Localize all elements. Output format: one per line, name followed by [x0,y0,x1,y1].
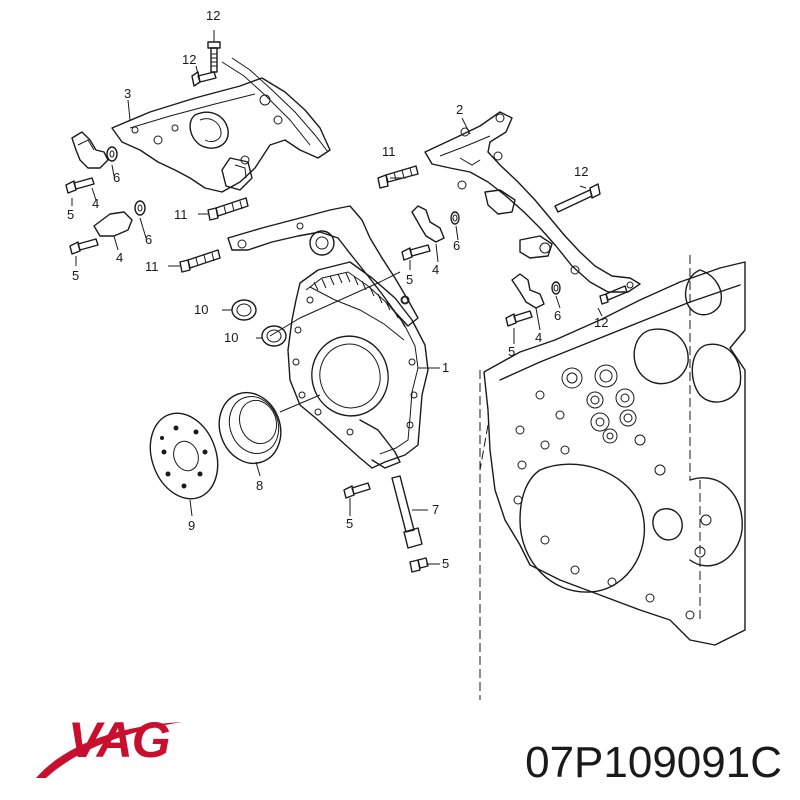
callout-4: 4 [116,250,123,265]
callout-2: 2 [456,102,463,117]
callout-5: 5 [72,268,79,283]
pulley-hub [149,412,219,500]
callout-11: 11 [382,144,396,159]
sensors [71,131,561,309]
callout-6: 6 [554,308,561,323]
pickup-pin [391,475,423,549]
callout-10: 10 [194,302,208,317]
callout-11: 11 [174,207,188,222]
callout-1: 1 [442,360,449,375]
callout-4: 4 [432,262,439,277]
leader-lines [71,30,603,565]
seals [231,299,287,347]
callout-12: 12 [206,8,220,23]
upper-left-bracket [111,57,331,193]
callouts: 12 12 3 2 6 4 5 11 6 4 5 11 11 12 5 6 4 … [67,8,608,571]
callout-5: 5 [346,516,353,531]
callout-10: 10 [224,330,238,345]
lower-left-guide [227,205,419,327]
callout-8: 8 [256,478,263,493]
callout-6: 6 [113,170,120,185]
engine-block [479,255,746,700]
callout-5: 5 [508,344,515,359]
callout-3: 3 [124,86,131,101]
vag-logo-swoosh [36,722,182,778]
callout-11: 11 [145,259,159,274]
callout-7: 7 [432,502,439,517]
callout-12: 12 [182,52,196,67]
callout-12: 12 [594,315,608,330]
part-number: 07P109091C [525,738,782,787]
callout-4: 4 [92,196,99,211]
callout-6: 6 [145,232,152,247]
bolts [65,41,628,573]
callout-5: 5 [67,207,74,222]
callout-5: 5 [442,556,449,571]
brand-logo-text: VAG [68,712,171,768]
callout-4: 4 [535,330,542,345]
right-chain-guide [424,111,641,293]
callout-12: 12 [574,164,588,179]
callout-9: 9 [188,518,195,533]
callout-6: 6 [453,238,460,253]
timing-cover [287,261,429,469]
crankshaft-seal [218,391,282,465]
block-holes [513,364,712,620]
callout-5: 5 [406,272,413,287]
